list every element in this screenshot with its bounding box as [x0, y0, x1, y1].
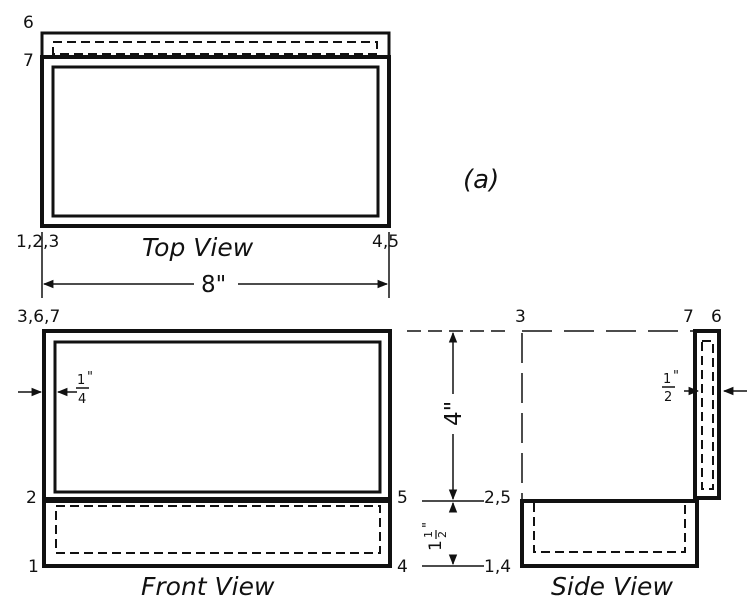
front-view-hidden-edge — [55, 505, 381, 554]
fraction-numerator: 1 — [663, 372, 671, 387]
front-view-caption: Front View — [141, 572, 275, 601]
point-label: 7 — [683, 307, 694, 327]
quarter-inch-label: 1 " 4 — [76, 370, 93, 407]
side-view-front-panel — [693, 329, 721, 500]
side-view-base — [520, 499, 699, 568]
point-label: 3,6,7 — [17, 307, 60, 327]
fraction-numerator: 1 — [422, 531, 435, 538]
point-label: 6 — [23, 13, 34, 33]
point-label: 1,2,3 — [16, 232, 59, 252]
top-view-inner-box — [51, 65, 380, 218]
point-label: 2,5 — [484, 488, 511, 508]
point-label: 1,4 — [484, 557, 511, 577]
top-view-hidden-edge — [52, 41, 378, 55]
height-label: 4" — [441, 401, 467, 426]
point-label: 5 — [397, 488, 408, 508]
width-dimension: 8" — [41, 232, 390, 298]
fraction-denominator: 2 — [664, 390, 672, 405]
figure-label: (a) — [463, 165, 499, 195]
side-view: 1 " 2 3 7 6 2,5 1,4 Side View — [484, 307, 747, 601]
side-view-hidden-base — [533, 503, 686, 553]
half-inch-label: 1 " 2 — [662, 369, 679, 405]
height-dimensions: 4" 1 1 2 " — [407, 330, 508, 567]
side-view-hidden-edge — [701, 340, 714, 490]
front-view-inner-box — [53, 340, 382, 494]
point-label: 7 — [23, 51, 34, 71]
fraction-numerator: 1 — [77, 373, 85, 388]
point-label: 4,5 — [372, 232, 399, 252]
inch-mark: " — [421, 522, 436, 528]
point-label: 3 — [515, 307, 526, 327]
whole-number: 1 — [426, 540, 446, 551]
fraction-denominator: 4 — [78, 392, 86, 407]
inch-mark: " — [87, 370, 93, 385]
base-height-label: 1 1 2 " — [421, 522, 449, 551]
point-label: 4 — [397, 557, 408, 577]
top-view: 6 7 1,2,3 4,5 Top View — [16, 13, 399, 262]
point-label: 6 — [711, 307, 722, 327]
top-view-caption: Top View — [142, 233, 254, 262]
fraction-denominator: 2 — [436, 531, 449, 538]
inch-mark: " — [673, 369, 679, 384]
point-label: 1 — [28, 557, 39, 577]
front-view-base — [42, 499, 392, 568]
front-view-outer-box — [42, 329, 392, 501]
side-view-caption: Side View — [551, 572, 673, 601]
point-label: 2 — [26, 488, 37, 508]
top-view-outer-box — [40, 55, 391, 228]
width-label: 8" — [201, 272, 226, 298]
front-view: 3,6,7 2 1 5 4 Front View 1 " 4 — [17, 307, 408, 601]
